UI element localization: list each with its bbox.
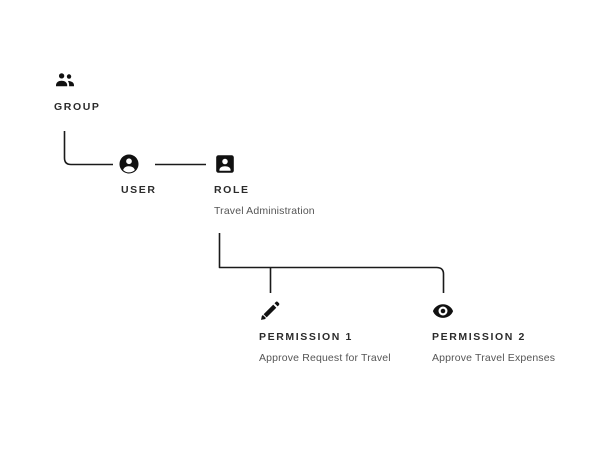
node-user-title: USER xyxy=(121,184,157,196)
node-permission2-subtitle: Approve Travel Expenses xyxy=(432,352,556,364)
node-group-title: GROUP xyxy=(54,101,101,113)
eye-visibility-icon xyxy=(432,300,454,322)
pencil-edit-icon xyxy=(259,300,281,322)
node-permission1-subtitle: Approve Request for Travel xyxy=(259,352,391,364)
node-permission1-title: PERMISSION 1 xyxy=(259,331,353,343)
node-permission2-title: PERMISSION 2 xyxy=(432,331,526,343)
group-people-icon xyxy=(54,70,76,92)
node-group[interactable]: GROUP xyxy=(54,70,101,113)
badge-person-icon xyxy=(214,153,236,175)
node-role-title: ROLE xyxy=(214,184,250,196)
connector-role-bracket xyxy=(218,233,445,293)
account-circle-icon xyxy=(118,153,140,175)
node-permission2[interactable]: PERMISSION 2 Approve Travel Expenses xyxy=(432,300,555,364)
node-role[interactable]: ROLE Travel Administration xyxy=(214,153,315,217)
node-user[interactable]: USER xyxy=(118,153,157,196)
connector-group-to-user xyxy=(63,131,113,166)
node-permission1[interactable]: PERMISSION 1 Approve Request for Travel xyxy=(259,300,391,364)
node-role-subtitle: Travel Administration xyxy=(214,205,315,217)
